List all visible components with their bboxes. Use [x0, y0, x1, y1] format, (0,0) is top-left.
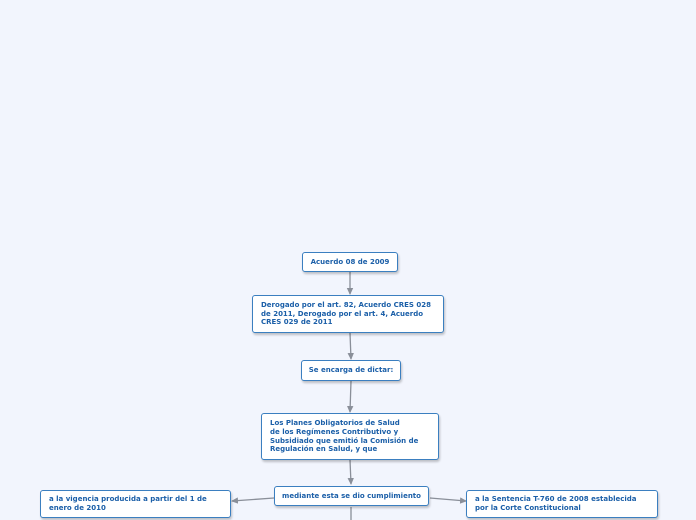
- node-vigencia[interactable]: a la vigencia producida a partir del 1 d…: [40, 490, 231, 518]
- node-sentencia[interactable]: a la Sentencia T-760 de 2008 establecida…: [466, 490, 658, 518]
- node-planes-obligatorios[interactable]: Los Planes Obligatorios de Salud de los …: [261, 413, 439, 460]
- connector-cumplimiento-vigencia: [231, 497, 275, 504]
- connector-derogado-dictar: [347, 332, 354, 360]
- node-derogado-label: Derogado por el art. 82, Acuerdo CRES 02…: [261, 301, 431, 327]
- node-sentencia-label: a la Sentencia T-760 de 2008 establecida…: [475, 495, 637, 512]
- node-cumplimiento[interactable]: mediante esta se dio cumplimiento: [274, 486, 429, 506]
- node-derogado[interactable]: Derogado por el art. 82, Acuerdo CRES 02…: [252, 295, 444, 333]
- connector-cumplimiento-sentencia: [429, 497, 467, 504]
- node-acuerdo-08-2009-label: Acuerdo 08 de 2009: [310, 257, 390, 266]
- connector-planes-cumplimiento: [347, 459, 354, 485]
- node-cumplimiento-label: mediante esta se dio cumplimiento: [282, 491, 421, 500]
- node-acuerdo-08-2009[interactable]: Acuerdo 08 de 2009: [302, 252, 398, 272]
- node-planes-obligatorios-label: Los Planes Obligatorios de Salud de los …: [270, 419, 419, 454]
- node-se-encarga-de-dictar[interactable]: Se encarga de dictar:: [301, 360, 401, 381]
- node-se-encarga-de-dictar-label: Se encarga de dictar:: [308, 366, 394, 375]
- connector-dictar-planes: [346, 380, 354, 413]
- node-vigencia-label: a la vigencia producida a partir del 1 d…: [49, 495, 207, 512]
